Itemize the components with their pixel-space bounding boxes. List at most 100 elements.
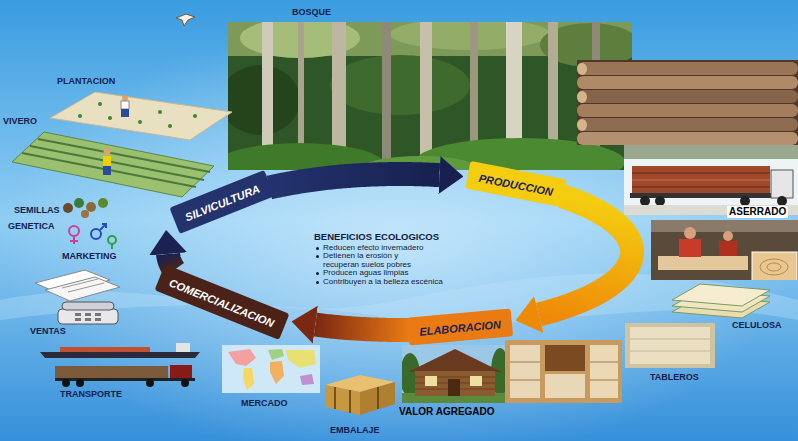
sawmill-photo-part bbox=[767, 263, 781, 271]
interior-photo-part bbox=[545, 345, 585, 371]
label-text: SEMILLAS bbox=[14, 205, 60, 215]
plantation-field-part bbox=[138, 120, 142, 124]
forest-photo-part bbox=[382, 22, 391, 170]
telephone-part bbox=[95, 318, 101, 321]
part-label: VIVERO bbox=[3, 116, 37, 126]
plantation-field-part bbox=[168, 124, 172, 128]
boards-photo-part bbox=[630, 327, 710, 364]
log-pile-photo-part bbox=[577, 76, 798, 89]
label-text: VALOR AGREGADO bbox=[399, 406, 495, 418]
log-truck-photo-part bbox=[632, 166, 770, 193]
seeds-part bbox=[86, 202, 96, 212]
part-label: ASERRADO bbox=[727, 206, 788, 218]
telephone-part bbox=[95, 313, 101, 316]
documents bbox=[35, 270, 120, 301]
forest-photo-part bbox=[330, 55, 470, 115]
label-text: PLANTACION bbox=[57, 76, 115, 86]
cabin-photo-part bbox=[448, 379, 460, 396]
log-pile-photo-part bbox=[577, 60, 798, 145]
telephone-part bbox=[58, 309, 118, 324]
gender-symbols-part bbox=[111, 244, 113, 249]
stage-name: ELABORACION bbox=[419, 319, 502, 338]
interior-photo-part bbox=[545, 374, 585, 398]
ship-part bbox=[60, 347, 150, 352]
truck-part bbox=[146, 379, 154, 387]
nursery-field bbox=[12, 132, 214, 197]
telephone-part bbox=[85, 313, 91, 316]
log-truck-photo-part bbox=[624, 145, 798, 215]
plywood-sheets-part bbox=[672, 284, 770, 306]
boards-photo-part bbox=[625, 323, 715, 368]
interior-photo-part bbox=[510, 380, 540, 381]
plantation-field-part bbox=[50, 92, 232, 140]
truck bbox=[55, 365, 195, 387]
sawmill-photo bbox=[651, 220, 798, 280]
label-text: TABLEROS bbox=[650, 372, 699, 382]
world-map-part bbox=[268, 349, 284, 360]
label-text: TRANSPORTE bbox=[60, 389, 122, 399]
background-part bbox=[0, 274, 798, 325]
log-truck-photo-part bbox=[632, 186, 770, 188]
telephone-part bbox=[85, 318, 91, 321]
interior-photo-part bbox=[510, 345, 540, 398]
nursery-field-part bbox=[12, 132, 214, 197]
stage-name: PRODUCCION bbox=[478, 172, 554, 198]
part-label: VALOR AGREGADO bbox=[399, 406, 495, 418]
interior-photo-part bbox=[590, 345, 618, 398]
heading: BENEFICIOS ECOLOGICOS bbox=[314, 231, 494, 244]
sawmill-photo-part bbox=[760, 259, 788, 275]
bullet-dot bbox=[316, 255, 319, 258]
gender-symbols-part bbox=[102, 224, 106, 228]
label-text: ASERRADO bbox=[727, 206, 788, 218]
log-pile-photo-part bbox=[577, 132, 798, 145]
label-text: EMBALAJE bbox=[330, 425, 380, 435]
label-text: VIVERO bbox=[3, 116, 37, 126]
label-text: GENETICA bbox=[8, 221, 55, 231]
boards-photo-part bbox=[630, 351, 710, 352]
log-truck-photo-part bbox=[777, 196, 787, 206]
gender-symbols-part bbox=[100, 224, 106, 230]
part-label: SEMILLAS bbox=[14, 205, 60, 215]
lumber-bundle-part bbox=[349, 390, 351, 413]
nursery-field-part bbox=[103, 166, 111, 175]
bullet-dot bbox=[316, 247, 319, 250]
cycle-stage: SILVICULTURA bbox=[170, 170, 275, 234]
bullet-item: Producen aguas limpias bbox=[314, 269, 494, 277]
world-map-part bbox=[243, 368, 254, 390]
sawmill-photo-part bbox=[651, 220, 798, 232]
part-label: VENTAS bbox=[30, 326, 66, 336]
nursery-field-part bbox=[30, 146, 204, 180]
bird bbox=[176, 14, 195, 26]
lumber-bundle-part bbox=[325, 385, 360, 415]
interior-photo-part bbox=[590, 362, 618, 363]
sawmill-photo-part bbox=[651, 220, 798, 280]
nursery-field-part bbox=[38, 139, 210, 172]
bullet-item: Contribuyen a la belleza escénica bbox=[314, 278, 494, 286]
log-pile-photo-part bbox=[577, 91, 587, 103]
label-text: MARKETING bbox=[62, 251, 117, 261]
lumber-bundle-part bbox=[360, 382, 395, 415]
gender-symbols-part bbox=[108, 236, 116, 244]
telephone-part bbox=[75, 318, 81, 321]
telephone bbox=[58, 302, 118, 324]
plantation-field bbox=[50, 92, 232, 140]
plantation-field-part bbox=[158, 110, 162, 114]
log-pile-photo-part bbox=[577, 119, 587, 131]
plantation-field-part bbox=[78, 114, 82, 118]
log-truck-photo-part bbox=[740, 196, 750, 206]
cycle-stage: COMERCIALIZACION bbox=[155, 264, 290, 340]
interior-photo-part bbox=[510, 362, 540, 363]
cabin-photo-part bbox=[408, 349, 502, 372]
log-truck-photo-part bbox=[632, 172, 770, 174]
seeds-part bbox=[81, 210, 89, 218]
world-map-part bbox=[222, 345, 320, 393]
bullet-text: Detienen la erosión y recuperan suelos p… bbox=[323, 252, 423, 269]
sawmill-photo-part bbox=[723, 231, 733, 241]
cycle-arrow bbox=[539, 196, 632, 314]
seeds-part bbox=[63, 203, 73, 213]
nursery-field-part bbox=[104, 149, 111, 156]
sawmill-photo-part bbox=[658, 256, 748, 270]
plywood-sheets bbox=[672, 284, 770, 318]
